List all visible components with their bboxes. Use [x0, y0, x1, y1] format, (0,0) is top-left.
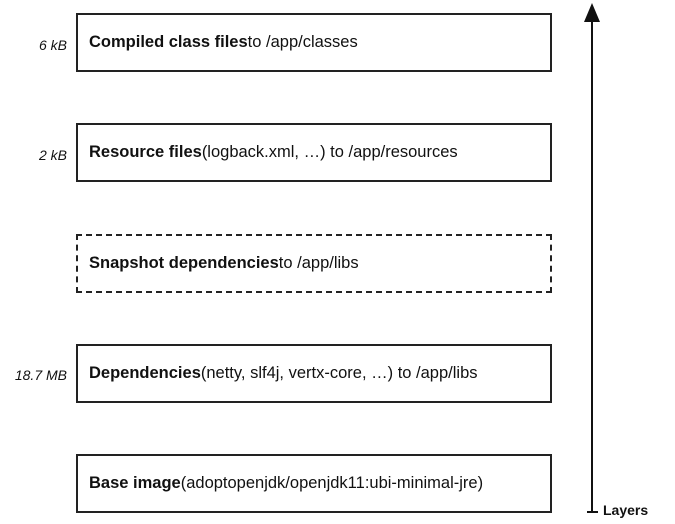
- layer-detail: (netty, slf4j, vertx-core, …) to /app/li…: [200, 364, 478, 382]
- layer-base-image: Base image (adoptopenjdk/openjdk11:ubi-m…: [76, 454, 552, 513]
- layer-name: Resource files: [89, 143, 202, 161]
- layer-size-label: 18.7 MB: [14, 367, 67, 383]
- axis-label: Layers: [603, 502, 649, 518]
- layer-detail: to /app/classes: [247, 33, 358, 51]
- axis-arrowhead-icon: [584, 3, 600, 22]
- layer-detail: to /app/libs: [278, 254, 359, 272]
- layer-compiled-classes: Compiled class files to /app/classes: [76, 13, 552, 72]
- layer-name: Dependencies: [89, 364, 201, 382]
- layer-resource-files: Resource files (logback.xml, …) to /app/…: [76, 123, 552, 182]
- layer-size-label: 2 kB: [38, 147, 67, 163]
- layer-name: Compiled class files: [89, 33, 248, 51]
- layer-name: Base image: [89, 474, 181, 492]
- layer-detail: (logback.xml, …) to /app/resources: [201, 143, 458, 161]
- layer-detail: (adoptopenjdk/openjdk11:ubi-minimal-jre): [180, 474, 484, 492]
- layer-snapshot-dependencies: Snapshot dependencies to /app/libs: [76, 234, 552, 293]
- layer-name: Snapshot dependencies: [89, 254, 279, 272]
- layer-size-label: 6 kB: [38, 37, 67, 53]
- layer-dependencies: Dependencies (netty, slf4j, vertx-core, …: [76, 344, 552, 403]
